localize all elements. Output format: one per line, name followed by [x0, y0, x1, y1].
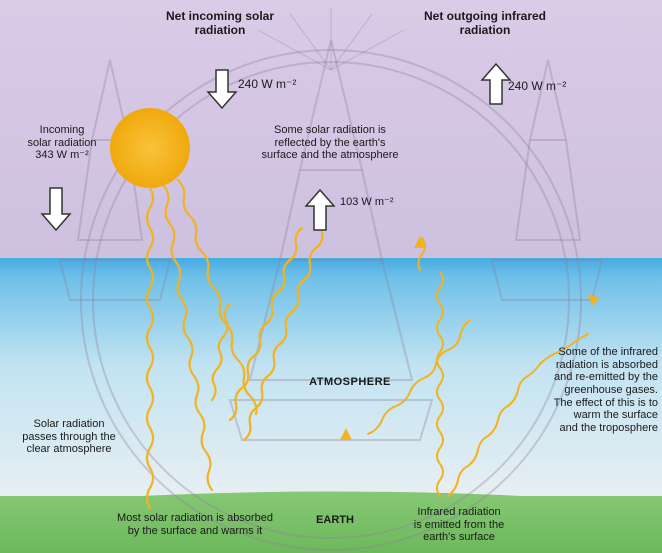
sun-icon — [110, 108, 190, 188]
surface-absorbed-label: Most solar radiation is absorbed by the … — [100, 512, 290, 537]
reflected-value: 103 W m⁻² — [340, 196, 420, 209]
earth-label: EARTH — [305, 514, 365, 527]
atmosphere-label: ATMOSPHERE — [290, 376, 410, 389]
net-outgoing-value: 240 W m⁻² — [508, 80, 588, 94]
net-incoming-value: 240 W m⁻² — [238, 78, 318, 92]
solar-passes-label: Solar radiation passes through the clear… — [14, 418, 124, 456]
incoming-solar-label: Incoming solar radiation 343 W m⁻² — [14, 124, 110, 162]
greenhouse-label: Some of the infrared radiation is absorb… — [530, 346, 658, 434]
net-incoming-title: Net incoming solar radiation — [150, 10, 290, 38]
net-outgoing-title: Net outgoing infrared radiation — [410, 10, 560, 38]
reflected-label: Some solar radiation is reflected by the… — [240, 124, 420, 162]
infrared-emitted-label: Infrared radiation is emitted from the e… — [404, 506, 514, 544]
